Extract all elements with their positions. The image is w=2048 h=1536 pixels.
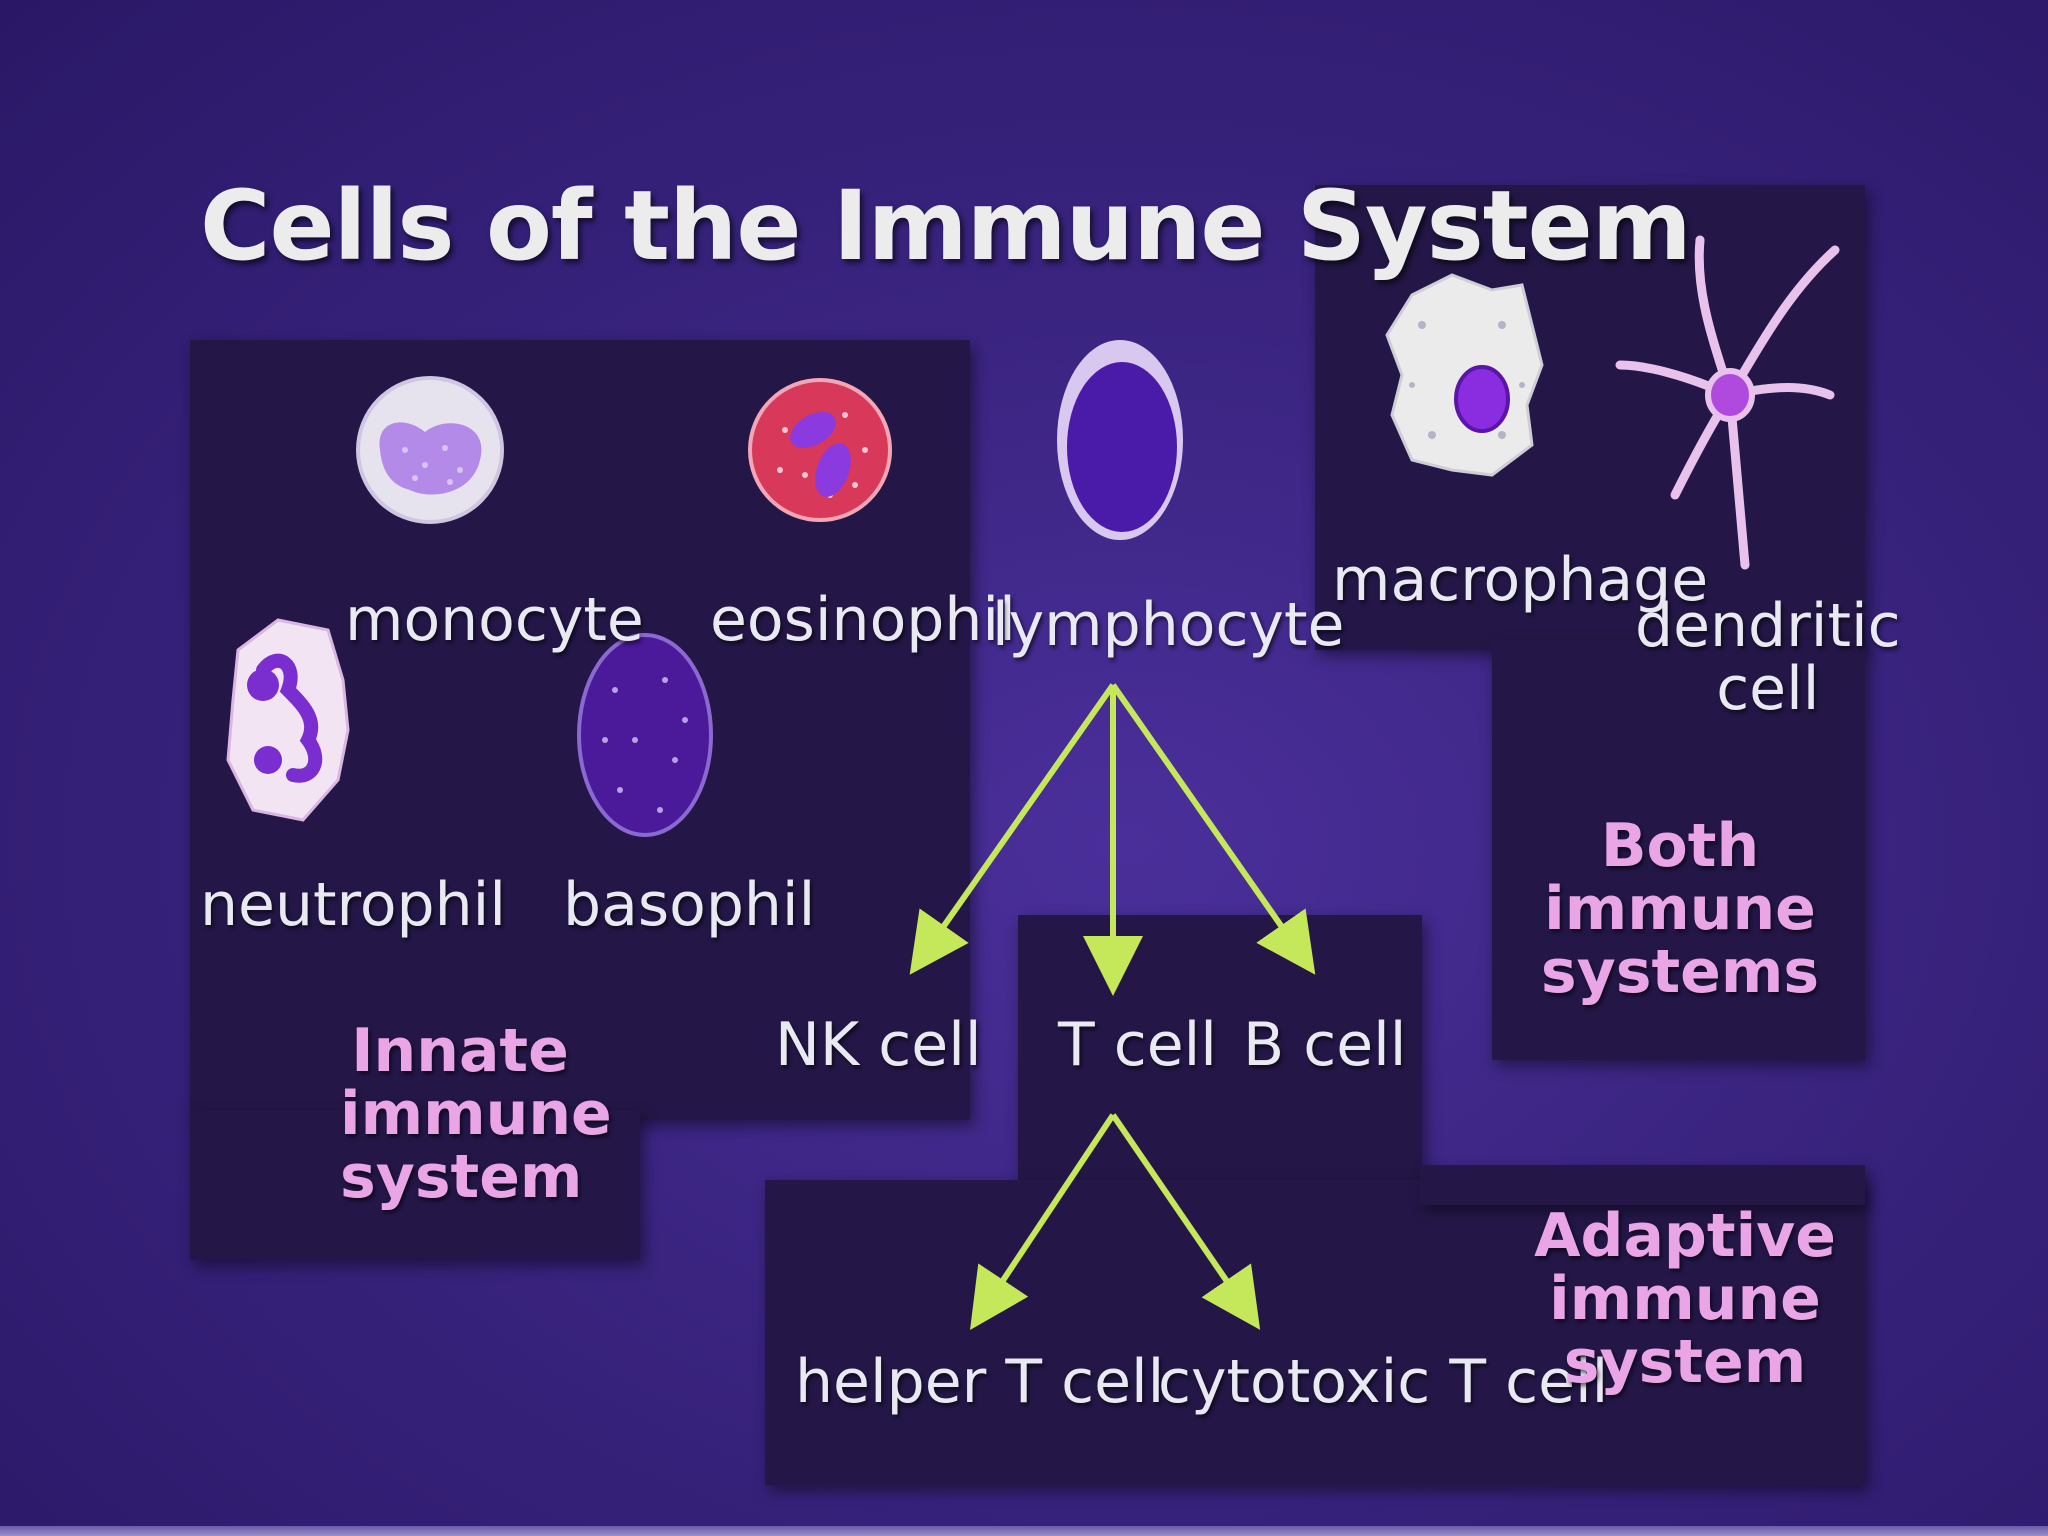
lymphocyte-icon: [1057, 340, 1183, 540]
monocyte-icon: [356, 376, 504, 524]
arrow-to-nk-cell: [909, 683, 1116, 975]
neutrophil-icon: [226, 618, 350, 822]
lymphocyte-label: lymphocyte: [992, 590, 1345, 660]
monocyte-label: monocyte: [345, 585, 644, 655]
dendritic-cell-label: dendritic cell: [1635, 591, 1901, 724]
adaptive-panel-right: [1420, 1165, 1865, 1205]
arrow-to-helper-t-cell: [970, 1113, 1116, 1330]
both-systems-label: Both immune systems: [1540, 811, 1820, 1007]
dendritic-cell-icon: [1615, 235, 1840, 570]
page-title: Cells of the Immune System: [200, 170, 1692, 282]
adaptive-panel-bottom: [765, 1180, 1865, 1485]
basophil-label: basophil: [563, 870, 816, 940]
t-cell-label: T cell: [1058, 1010, 1217, 1080]
arrow-to-cytotoxic-t-cell: [1110, 1113, 1261, 1330]
bottom-strip: [0, 1526, 2048, 1536]
innate-panel-bottom: [190, 1110, 640, 1260]
macrophage-label: macrophage: [1332, 545, 1709, 615]
neutrophil-label: neutrophil: [200, 870, 507, 940]
cytotoxic-t-cell-label: cytotoxic T cell: [1158, 1347, 1609, 1417]
basophil-icon: [577, 633, 713, 837]
both-panel-bottom: [1492, 640, 1865, 1060]
eosinophil-label: eosinophil: [710, 585, 1016, 655]
arrow-to-b-cell: [1110, 683, 1316, 975]
adaptive-system-label: Adaptive immune system: [1534, 1201, 1836, 1397]
helper-t-cell-label: helper T cell: [795, 1347, 1165, 1417]
macrophage-icon: [1385, 273, 1544, 477]
b-cell-label: B cell: [1243, 1010, 1407, 1080]
innate-system-label: Innate immune system: [340, 1016, 612, 1212]
nk-cell-label: NK cell: [775, 1010, 982, 1080]
eosinophil-icon: [748, 378, 892, 522]
